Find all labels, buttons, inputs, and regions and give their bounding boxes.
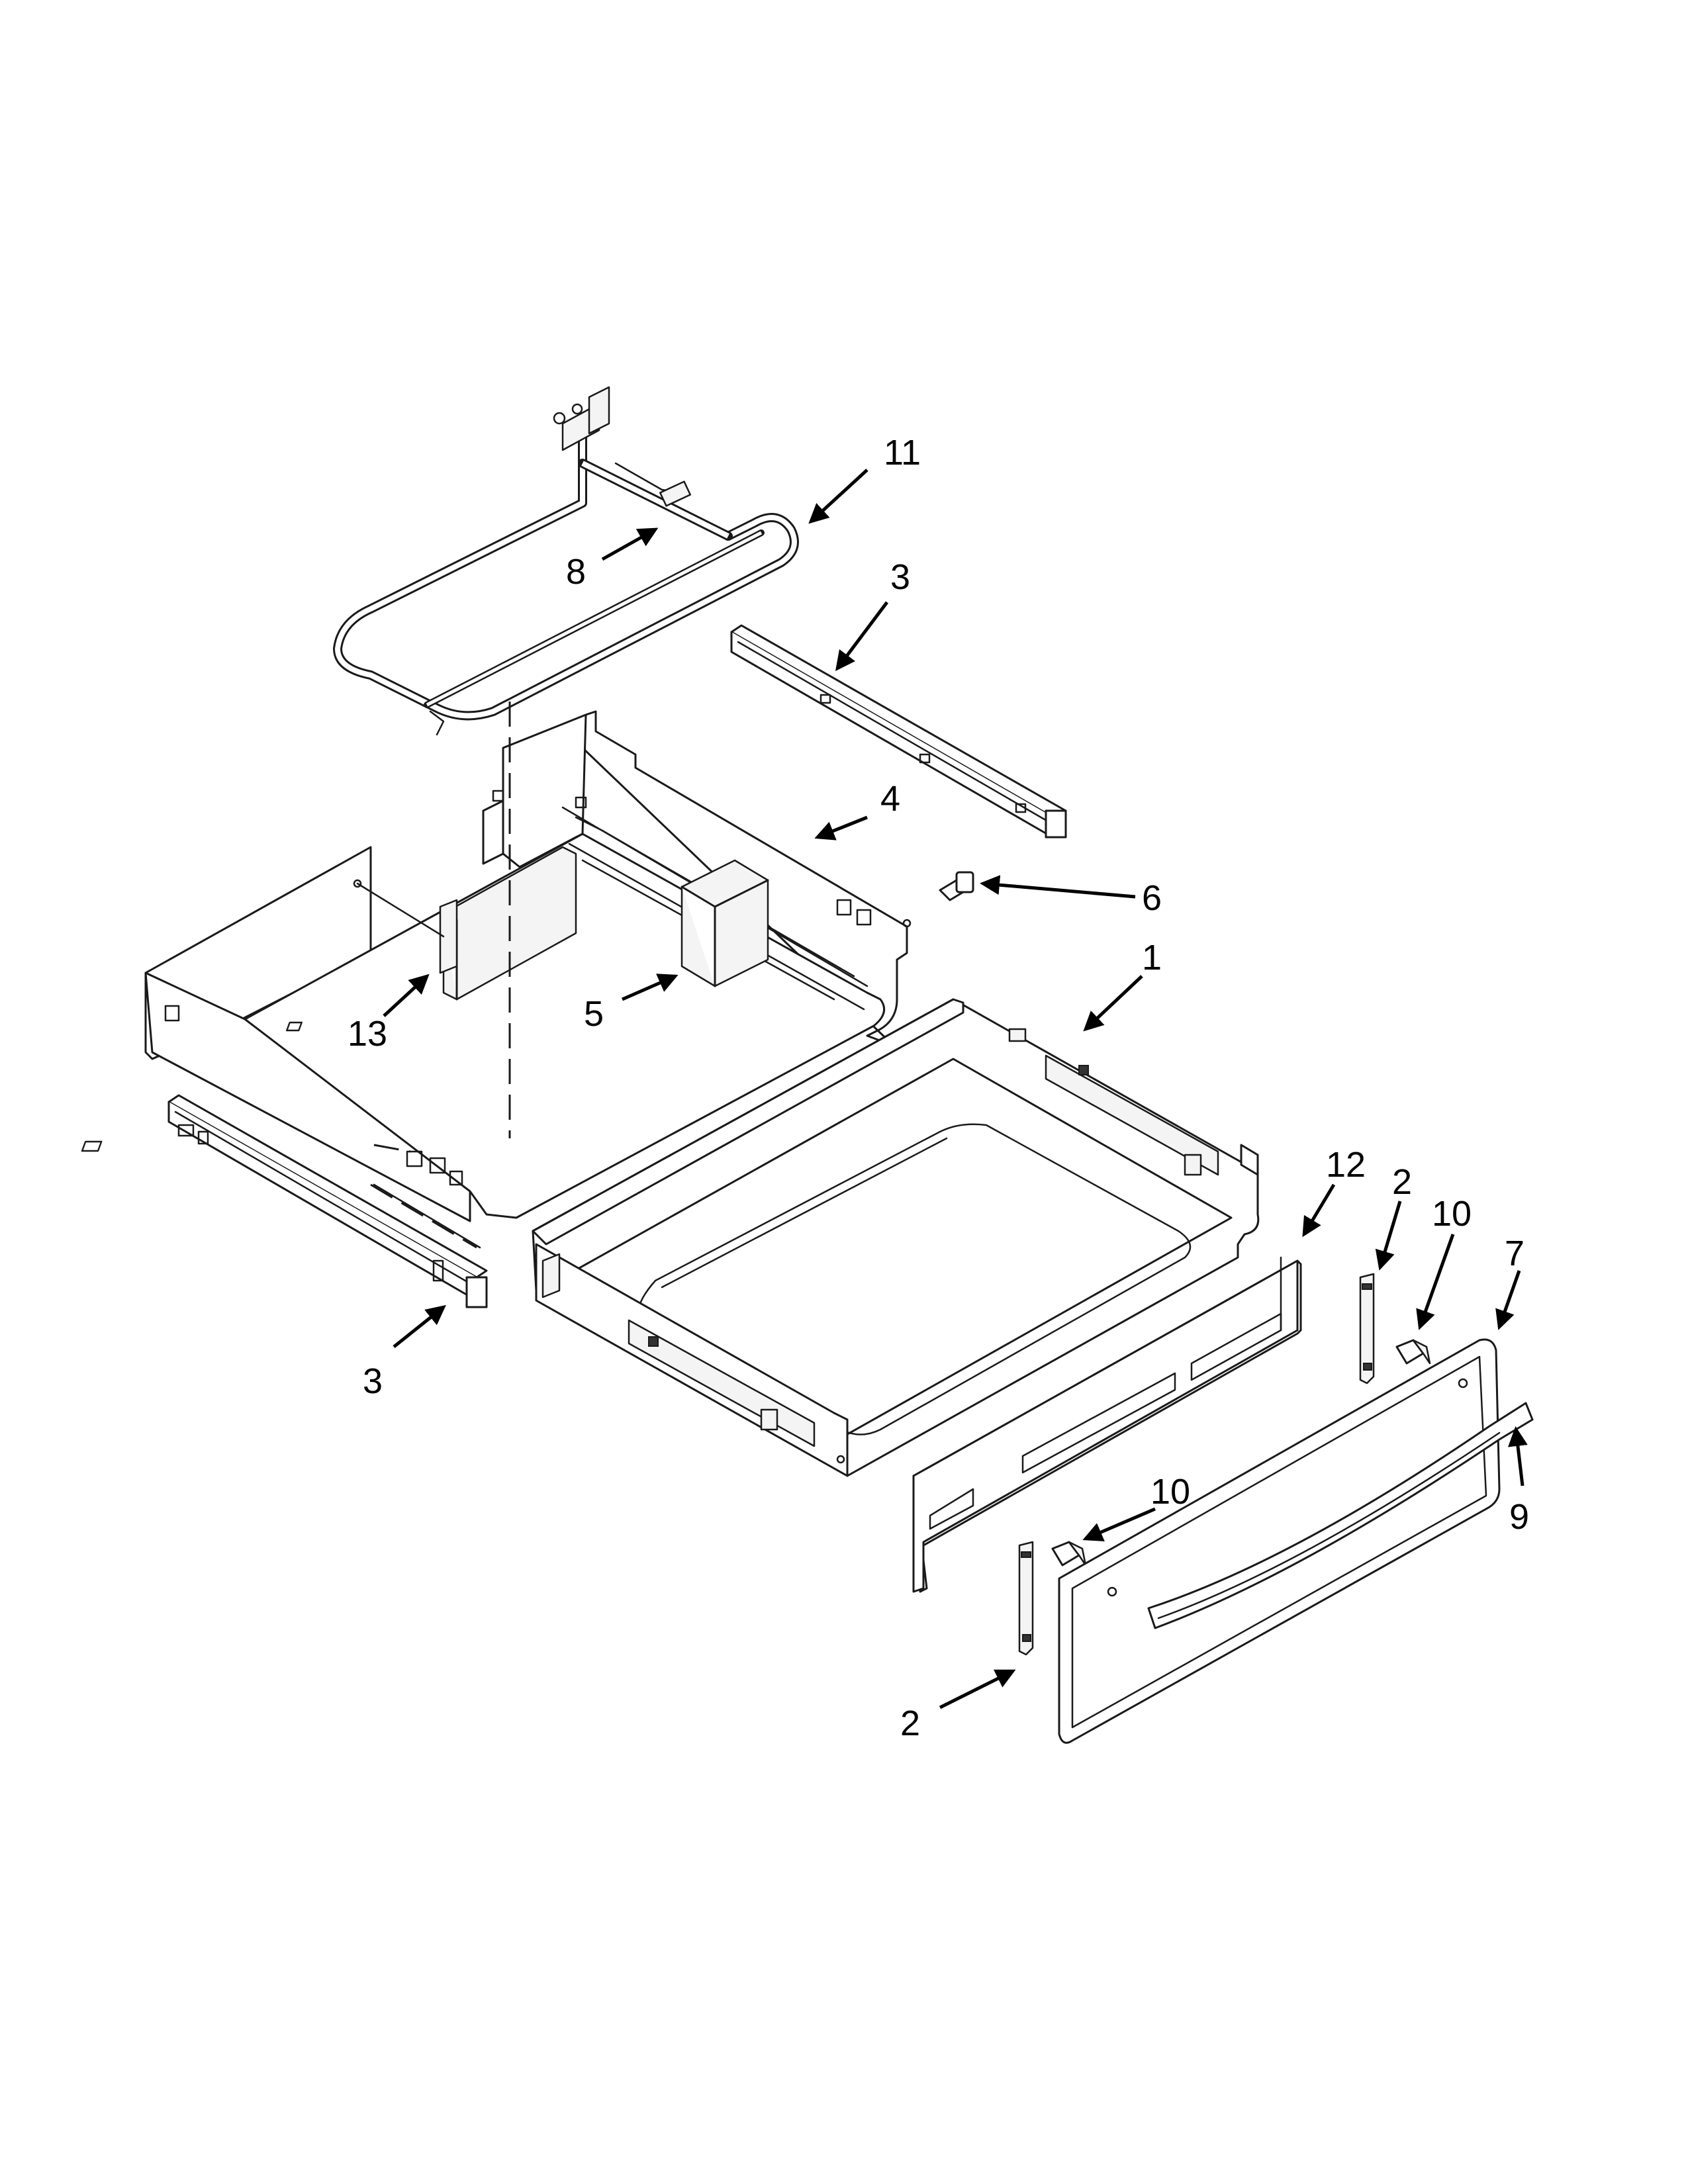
leader-12 [1302,1183,1336,1238]
screw-part [939,871,974,901]
leader-2-lower [939,1669,1016,1709]
callout-1: 1 [1142,938,1162,978]
leader-3-upper [835,601,888,671]
drawer-box-part [532,998,1260,1477]
bracket-part [439,899,458,974]
drawer-slide-rail-upper-part [730,624,1067,839]
callout-5: 5 [584,994,604,1034]
callout-13: 13 [348,1014,387,1054]
callout-6: 6 [1142,878,1162,918]
callout-3-upper: 3 [890,557,910,597]
callout-11: 11 [884,433,921,473]
leader-7 [1495,1270,1521,1330]
leader-1 [1083,975,1143,1032]
door-bracket-lower-part [1018,1541,1034,1656]
callout-2-lower: 2 [900,1704,920,1743]
leader-3-lower [393,1304,446,1348]
callout-3-lower: 3 [363,1361,383,1401]
heating-element-part [333,386,799,736]
callout-2-upper: 2 [1392,1162,1412,1202]
callout-9: 9 [1509,1497,1529,1537]
leader-4 [814,815,868,841]
leader-11 [808,469,868,524]
callout-8: 8 [566,552,586,592]
leader-5 [621,974,679,1001]
callout-labels: 11 8 3 4 6 1 13 5 3 12 2 10 7 9 10 2 [348,433,1529,1743]
leader-13 [383,974,430,1017]
screw-lower-part [1051,1541,1087,1567]
drawer-chassis-part [144,710,912,1222]
callout-7: 7 [1505,1234,1524,1273]
callout-4: 4 [880,779,900,819]
drawer-front-panel-part [1058,1338,1501,1744]
leader-8 [601,527,659,561]
screw-upper-part [1395,1339,1431,1365]
drawer-slide-rail-lower-part [167,1094,488,1308]
leader-9 [1508,1426,1528,1486]
door-bracket-upper-part [1359,1273,1375,1385]
leader-10-lower [1082,1507,1156,1541]
leader-6 [980,875,1136,899]
leader-10-upper [1416,1234,1455,1330]
callout-12: 12 [1326,1145,1366,1185]
drawer-handle-part [1147,1402,1534,1629]
leader-2-upper [1375,1201,1402,1271]
callout-leaders [383,469,1528,1709]
drawer-inner-front-panel-part [912,1256,1302,1593]
alignment-line-2 [370,1144,477,1249]
callout-10-upper: 10 [1432,1194,1472,1234]
callout-10-lower: 10 [1150,1472,1190,1512]
